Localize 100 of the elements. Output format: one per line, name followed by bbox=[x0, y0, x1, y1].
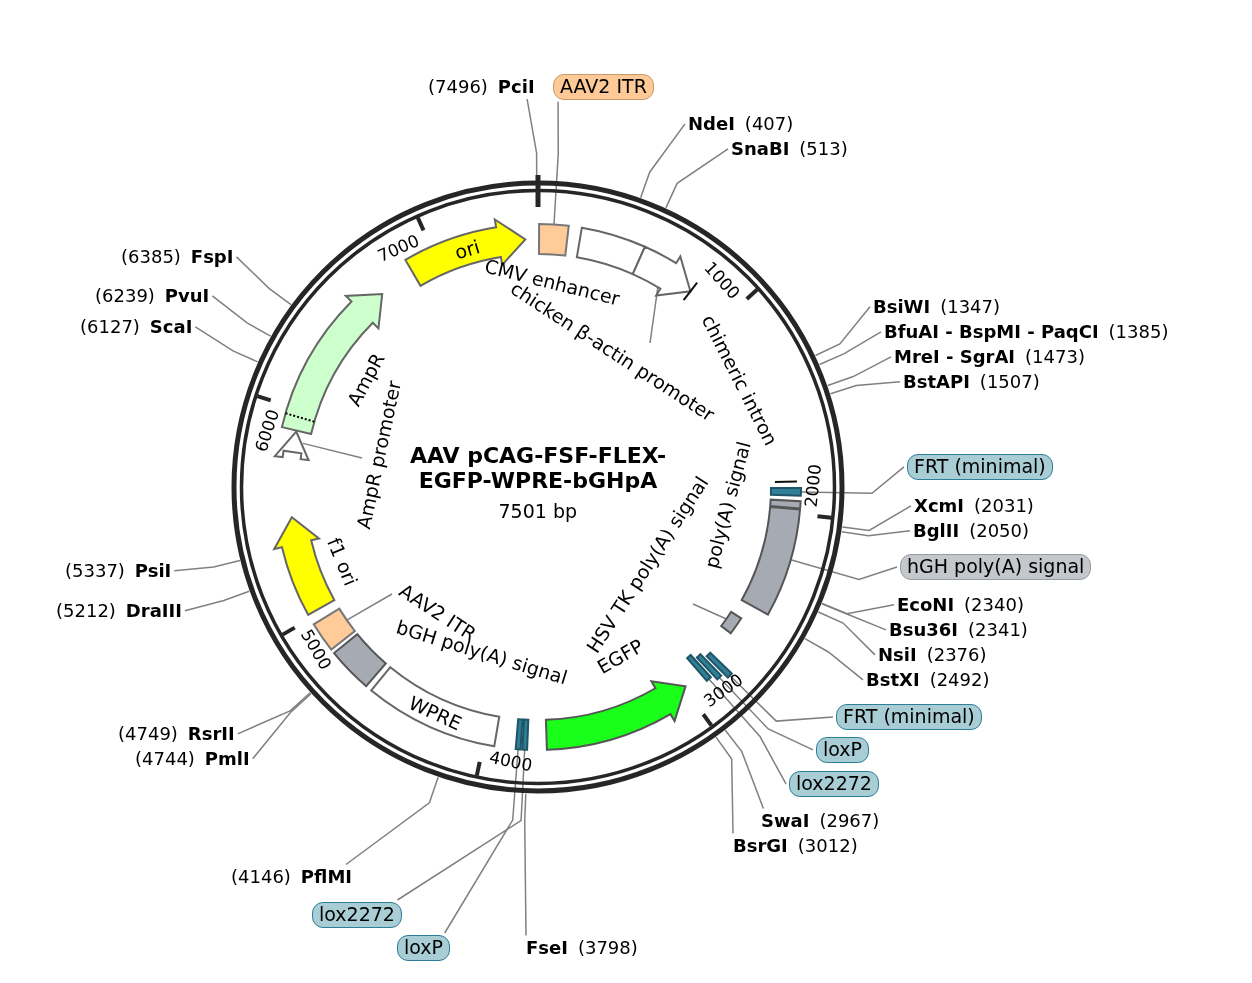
enzyme-name: BstXI bbox=[866, 668, 920, 690]
leader-line bbox=[827, 356, 892, 387]
plasmid-size: 7501 bp bbox=[498, 501, 577, 523]
leader-line bbox=[840, 530, 911, 537]
leader-line bbox=[665, 148, 729, 209]
site-position: (2031) bbox=[974, 494, 1034, 516]
feature-box bbox=[720, 610, 743, 635]
site-position: (4146) bbox=[231, 865, 291, 887]
site-position: (2341) bbox=[968, 618, 1028, 640]
site-position: (2376) bbox=[926, 643, 987, 665]
leader-line bbox=[345, 776, 439, 866]
site-position: (4749) bbox=[118, 722, 178, 744]
site-position: (1473) bbox=[1025, 345, 1085, 367]
leader-line bbox=[718, 676, 814, 751]
scale-number: 6000 bbox=[251, 407, 284, 455]
leader-line bbox=[184, 590, 250, 612]
enzyme-name: BglII bbox=[913, 519, 960, 541]
site-position: (7496) bbox=[428, 75, 488, 97]
leader-line bbox=[692, 603, 728, 620]
leader-line bbox=[235, 256, 292, 306]
feature-label: AAV2 ITR bbox=[553, 74, 654, 100]
enzyme-name: RsrII bbox=[187, 722, 235, 744]
leader-line bbox=[211, 295, 272, 337]
feature-label: lox2272 bbox=[789, 771, 879, 797]
feature-label: f1 ori bbox=[322, 534, 362, 589]
leader-line bbox=[829, 381, 901, 395]
leader-line bbox=[790, 559, 898, 581]
feature-box bbox=[333, 633, 387, 688]
leader-line bbox=[346, 593, 393, 621]
leader-line bbox=[800, 466, 905, 494]
enzyme-name: PflMI bbox=[300, 865, 352, 887]
leader-line bbox=[724, 729, 765, 810]
feature-box bbox=[538, 223, 570, 257]
site-position: (1385) bbox=[1108, 320, 1169, 342]
site-position: (2050) bbox=[969, 519, 1030, 541]
enzyme-name: EcoNI bbox=[897, 593, 955, 615]
site-position: (4744) bbox=[135, 747, 195, 769]
leader-line bbox=[729, 674, 834, 722]
leader-line bbox=[251, 692, 312, 760]
scale-number: 2000 bbox=[802, 463, 827, 509]
site-position: (6385) bbox=[121, 245, 181, 267]
feature-box bbox=[370, 666, 501, 748]
enzyme-name: FspI bbox=[190, 245, 234, 267]
feature-box bbox=[514, 718, 524, 751]
leader-line bbox=[173, 559, 241, 572]
enzyme-name: MreI - SgrAI bbox=[894, 345, 1016, 367]
leader-line bbox=[821, 603, 887, 631]
feature-box bbox=[769, 486, 802, 497]
leader-line bbox=[804, 637, 864, 681]
enzyme-name: XcmI bbox=[914, 494, 964, 516]
scale-number: 4000 bbox=[487, 747, 534, 776]
leader-line bbox=[649, 286, 659, 344]
enzyme-name: BsiWI bbox=[873, 295, 931, 317]
enzyme-name: PmlI bbox=[204, 747, 250, 769]
enzyme-name: BfuAI - BspMI - PaqCI bbox=[884, 320, 1099, 342]
enzyme-name: NdeI bbox=[688, 112, 735, 134]
site-position: (513) bbox=[799, 137, 848, 159]
leader-line bbox=[715, 736, 734, 835]
feature-box bbox=[521, 718, 530, 751]
site-position: (3798) bbox=[577, 936, 638, 958]
feature-label: loxP bbox=[816, 737, 870, 763]
leader-line bbox=[553, 101, 559, 226]
leader-line bbox=[841, 505, 912, 532]
site-position: (6239) bbox=[95, 284, 155, 306]
leader-line bbox=[817, 611, 876, 656]
feature-label: hGH poly(A) signal bbox=[900, 554, 1092, 580]
scale-number: 7000 bbox=[375, 230, 423, 267]
feature-arc bbox=[740, 498, 802, 616]
leader-line bbox=[821, 602, 895, 615]
site-position: (2492) bbox=[929, 668, 990, 690]
enzyme-name: DraIII bbox=[125, 599, 182, 621]
leader-line bbox=[444, 748, 519, 934]
enzyme-name: Bsu36I bbox=[889, 618, 958, 640]
feature-label: ori bbox=[452, 235, 483, 264]
gene-feature bbox=[631, 245, 692, 297]
feature-label: FRT (minimal) bbox=[907, 454, 1053, 480]
feature-label: lox2272 bbox=[312, 902, 402, 928]
enzyme-name: PvuI bbox=[164, 284, 210, 306]
leader-line bbox=[396, 748, 526, 901]
plasmid-name: AAV pCAG-FSF-FLEX-EGFP-WPRE-bGHpA bbox=[408, 443, 668, 494]
feature-label: loxP bbox=[397, 935, 451, 961]
site-position: (3012) bbox=[797, 834, 858, 856]
leader-line bbox=[639, 123, 686, 199]
enzyme-name: FseI bbox=[526, 936, 568, 958]
enzyme-name: NsiI bbox=[878, 643, 917, 665]
site-position: (1347) bbox=[940, 295, 1000, 317]
enzyme-name: BsrGI bbox=[733, 834, 788, 856]
enzyme-name: PsiI bbox=[134, 559, 172, 581]
site-position: (1507) bbox=[979, 370, 1040, 392]
site-position: (2967) bbox=[819, 809, 880, 831]
site-position: (5212) bbox=[56, 599, 116, 621]
feature-box bbox=[575, 226, 646, 276]
enzyme-name: SnaBI bbox=[731, 137, 790, 159]
leader-line bbox=[708, 678, 787, 785]
enzyme-name: ScaI bbox=[149, 315, 193, 337]
enzyme-name: SwaI bbox=[761, 809, 810, 831]
site-position: (2340) bbox=[964, 593, 1024, 615]
site-position: (407) bbox=[744, 112, 794, 134]
enzyme-name: BstAPI bbox=[903, 370, 970, 392]
site-position: (6127) bbox=[80, 315, 140, 337]
